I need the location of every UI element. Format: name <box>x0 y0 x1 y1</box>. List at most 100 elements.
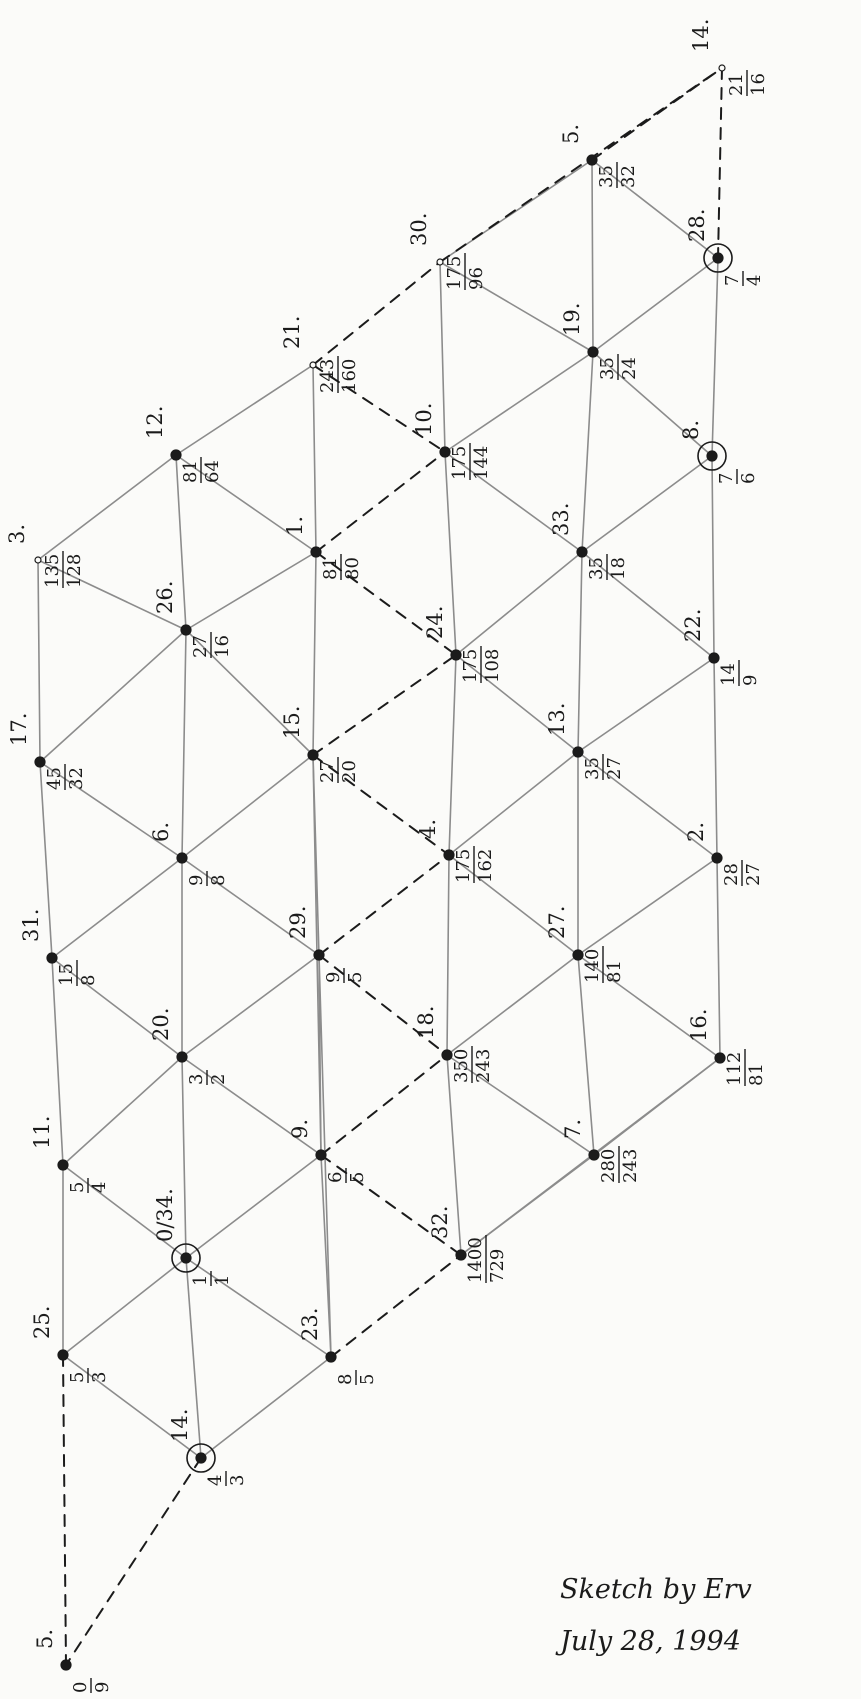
ratio-denominator: 9 <box>92 1682 113 1693</box>
node-number: 2. <box>684 822 708 842</box>
node-label-n24: 24. <box>423 606 447 639</box>
node-label-n26: 26. <box>153 581 177 614</box>
ratio-denominator: 16 <box>748 73 769 96</box>
node-number: 14. <box>689 19 713 52</box>
node-number: 10. <box>412 403 436 436</box>
node-n3 <box>35 557 41 563</box>
node-number: 22. <box>681 609 705 642</box>
node-label-n27: 27. <box>545 906 569 939</box>
node-n15 <box>308 750 318 760</box>
node-number: 21. <box>280 316 304 349</box>
node-number: 6. <box>149 822 173 842</box>
node-label-n31: 31. <box>19 909 43 942</box>
ratio-numerator: 175 <box>453 849 474 883</box>
node-label-n13: 13. <box>545 703 569 736</box>
ratio-numerator: 35 <box>582 757 603 780</box>
ratio-numerator: 27 <box>317 760 338 783</box>
ratio-numerator: 28 <box>721 863 742 886</box>
node-number: 5. <box>33 1629 57 1649</box>
node-label-n17: 17. <box>7 713 31 746</box>
node-n29 <box>314 950 324 960</box>
node-number: 29. <box>286 906 310 939</box>
node-label-n28: 28. <box>685 209 709 242</box>
node-label-n6: 6. <box>149 822 173 842</box>
ratio-numerator: 15 <box>56 963 77 986</box>
ratio-numerator: 81 <box>320 557 341 580</box>
node-n5a <box>61 1660 71 1670</box>
node-label-n4: 4. <box>416 819 440 839</box>
node-number: 5. <box>559 124 583 144</box>
node-n6 <box>177 853 187 863</box>
node-label-n23: 23. <box>298 1308 322 1341</box>
ratio-denominator: 16 <box>212 635 233 658</box>
ratio-numerator: 1 <box>190 1275 211 1286</box>
ratio-denominator: 18 <box>608 557 629 580</box>
ratio-numerator: 3 <box>186 1074 207 1085</box>
ratio-label-n2: 2827 <box>721 860 764 886</box>
ratio-denominator: 5 <box>345 972 366 983</box>
node-number: 20. <box>149 1008 173 1041</box>
node-n14b <box>719 65 725 71</box>
node-label-n5a: 5. <box>33 1629 57 1649</box>
ratio-numerator: 9 <box>323 972 344 983</box>
node-label-n12: 12. <box>143 406 167 439</box>
node-number: 4. <box>416 819 440 839</box>
node-number: 32. <box>428 1206 452 1239</box>
ratio-label-n3: 135128 <box>42 551 85 588</box>
node-n14a <box>196 1453 206 1463</box>
ratio-denominator: 729 <box>487 1249 508 1283</box>
ratio-denominator: 243 <box>473 1049 494 1083</box>
ratio-denominator: 64 <box>202 460 223 483</box>
ratio-denominator: 5 <box>347 1172 368 1183</box>
node-label-n14a: 14. <box>168 1409 192 1442</box>
ratio-denominator: 32 <box>618 165 639 188</box>
ratio-denominator: 81 <box>746 1063 767 1086</box>
node-label-n29: 29. <box>286 906 310 939</box>
ratio-numerator: 81 <box>180 460 201 483</box>
ratio-denominator: 24 <box>619 357 640 380</box>
ratio-denominator: 20 <box>339 760 360 783</box>
ratio-denominator: 27 <box>743 863 764 886</box>
node-label-n10: 10. <box>412 403 436 436</box>
node-label-n3: 3. <box>5 524 29 544</box>
node-label-n22: 22. <box>681 609 705 642</box>
ratio-denominator: 81 <box>604 960 625 983</box>
node-number: 13. <box>545 703 569 736</box>
ratio-denominator: 4 <box>744 275 765 286</box>
ratio-denominator: 5 <box>357 1374 378 1385</box>
node-number: 27. <box>545 906 569 939</box>
node-label-n20: 20. <box>149 1008 173 1041</box>
node-number: 30. <box>407 213 431 246</box>
node-label-n32: 32. <box>428 1206 452 1239</box>
node-label-n0: 0/34. <box>153 1188 177 1242</box>
credit-line-1: Sketch by Erv <box>560 1574 752 1605</box>
node-n11 <box>58 1160 68 1170</box>
node-n2 <box>712 853 722 863</box>
node-number: 19. <box>560 303 584 336</box>
node-label-n30: 30. <box>407 213 431 246</box>
node-number: 14. <box>168 1409 192 1442</box>
ratio-label-n33: 3518 <box>586 554 629 580</box>
node-label-n21: 21. <box>280 316 304 349</box>
node-n5b <box>587 155 597 165</box>
ratio-numerator: 140 <box>582 949 603 983</box>
ratio-denominator: 9 <box>740 675 761 686</box>
node-label-n16: 16. <box>687 1009 711 1042</box>
node-number: 17. <box>7 713 31 746</box>
node-label-n9: 9. <box>288 1119 312 1139</box>
node-number: 1. <box>283 516 307 536</box>
ratio-numerator: 35 <box>586 557 607 580</box>
node-n19 <box>588 347 598 357</box>
node-number: 33. <box>549 503 573 536</box>
ratio-numerator: 14 <box>718 663 739 686</box>
node-number: 0/34. <box>153 1188 177 1242</box>
ratio-denominator: 108 <box>482 649 503 683</box>
node-label-n15: 15. <box>280 706 304 739</box>
node-number: 7. <box>561 1119 585 1139</box>
node-n22 <box>709 653 719 663</box>
ratio-numerator: 350 <box>451 1049 472 1083</box>
